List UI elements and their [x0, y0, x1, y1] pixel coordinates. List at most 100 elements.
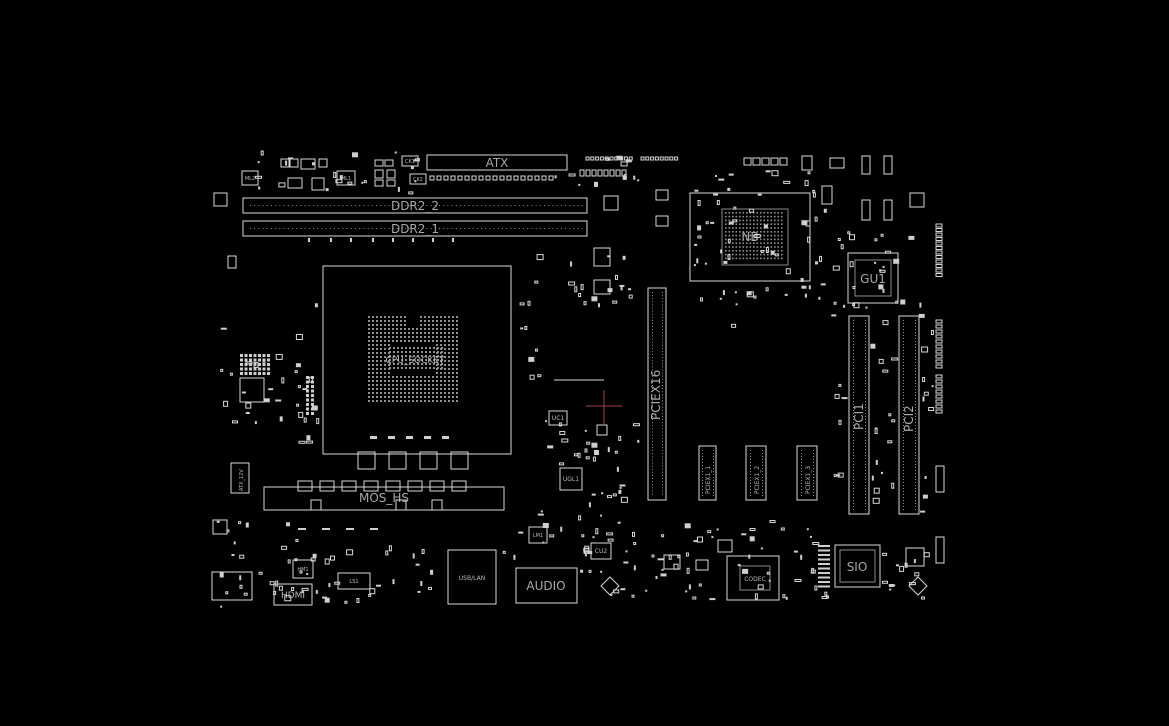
audio-connector[interactable]: AUDIO: [515, 567, 578, 604]
pci-pin: [903, 344, 904, 345]
pcie-pin: [801, 495, 802, 496]
pci-pin: [853, 494, 854, 495]
ls1-chip[interactable]: LS1: [337, 572, 371, 590]
passive: [216, 520, 220, 523]
pcie-pin: [750, 462, 751, 463]
socket-pin: [372, 340, 374, 342]
socket-pin: [396, 328, 398, 330]
passive: [696, 258, 699, 264]
socket-pin: [376, 324, 378, 326]
hm1-chip[interactable]: HM1: [292, 559, 314, 579]
dimm-pin: [317, 228, 319, 229]
socket-pin: [456, 336, 458, 338]
pci-pin: [853, 506, 854, 507]
dimm-pin: [418, 205, 419, 206]
pci-pin: [853, 377, 854, 378]
passive: [241, 391, 246, 394]
pcie-pin: [652, 360, 653, 362]
nb-ball: [732, 250, 734, 252]
ugl1-chip[interactable]: UGL1: [559, 467, 583, 491]
pciex1-slot-2[interactable]: PCIEX1_2: [745, 445, 767, 501]
passive: [765, 247, 769, 253]
pciex1-slot-3[interactable]: PCIEX1_3: [796, 445, 818, 501]
lm1-chip[interactable]: LM1: [528, 526, 548, 544]
socket-pin: [425, 347, 427, 349]
nb-ball: [781, 227, 783, 229]
pci2-slot[interactable]: PCI2: [898, 315, 920, 515]
cap-row: [818, 581, 830, 583]
ml1-chip[interactable]: ML1: [336, 170, 356, 186]
socket-pin: [448, 368, 450, 370]
pcie-pin: [662, 307, 663, 309]
cpu-socket[interactable]: CPU_SOCKET: [322, 265, 512, 455]
passive: [923, 552, 930, 558]
socket-pin: [376, 320, 378, 322]
socket-pin: [417, 367, 419, 369]
passive: [258, 186, 261, 190]
pci-pin: [915, 497, 916, 498]
socket-pin: [456, 344, 458, 346]
pcie-pin: [662, 468, 663, 470]
ml1-label: ML1: [341, 176, 351, 182]
usblan-connector[interactable]: USB/LAN: [447, 549, 497, 605]
bga-ball: [244, 363, 248, 366]
pci-pin: [865, 443, 866, 444]
nb-ball: [746, 227, 748, 229]
pci1-slot[interactable]: PCI1: [848, 315, 870, 515]
socket-pin: [428, 380, 430, 382]
ck2-chip[interactable]: CK2: [409, 173, 427, 185]
passive: [623, 174, 627, 180]
socket-pin: [456, 320, 458, 322]
northbridge[interactable]: NB: [689, 192, 811, 282]
codec-chip[interactable]: CODEC: [726, 555, 780, 601]
passive: [847, 231, 851, 235]
uc1-chip[interactable]: UC1: [548, 410, 568, 426]
smd-part: [861, 155, 871, 175]
socket-pin: [416, 336, 418, 338]
pcie-pin: [713, 450, 714, 451]
passive: [811, 567, 815, 573]
socket-pin-grid: [368, 316, 458, 402]
pci-pin: [903, 326, 904, 327]
passive: [763, 224, 768, 229]
socket-pin: [444, 376, 446, 378]
ddr2-slot-2[interactable]: DDR2_2: [242, 197, 588, 214]
dimm-pin: [371, 228, 373, 229]
pciex1-slot-1[interactable]: PCIEX1_1: [698, 445, 717, 501]
passive: [748, 208, 754, 213]
socket-pin: [380, 376, 382, 378]
sio-chip[interactable]: SIO: [834, 544, 881, 588]
socket-pin: [404, 316, 406, 318]
nb-ball: [774, 242, 776, 244]
socket-pin: [424, 384, 426, 386]
pcie-pin: [662, 425, 663, 427]
dimm-pin: [308, 205, 310, 206]
socket-pin: [388, 392, 390, 394]
header-pin: [935, 404, 943, 409]
nb-ball: [749, 215, 752, 218]
nb-ball: [749, 234, 752, 237]
dimm-pin: [460, 205, 461, 206]
atx-connector[interactable]: ATX: [426, 154, 568, 171]
passive: [297, 385, 301, 389]
passive: [625, 550, 628, 553]
pci-pin: [903, 497, 904, 498]
pciex16-slot[interactable]: PCIEX16: [647, 287, 667, 501]
cu2-chip[interactable]: CU2: [590, 542, 612, 560]
passive: [558, 422, 562, 427]
passive: [580, 569, 584, 573]
atx12v-connector[interactable]: ATX_12V: [230, 462, 250, 494]
gu1-chip[interactable]: GU1: [847, 252, 899, 304]
nb-ball: [742, 238, 745, 241]
dimm-pin: [359, 205, 361, 206]
pcie-pin: [750, 480, 751, 481]
ddr2-slot-1[interactable]: DDR2_1: [242, 220, 588, 237]
pcie-pin: [662, 394, 663, 396]
pcie-pin: [652, 301, 653, 303]
socket-pin: [380, 400, 382, 402]
nb-ball: [732, 246, 734, 248]
dimm-pin: [531, 228, 533, 229]
pcie-pin: [652, 443, 653, 445]
pci-pin: [915, 482, 916, 483]
socket-pin: [376, 384, 378, 386]
